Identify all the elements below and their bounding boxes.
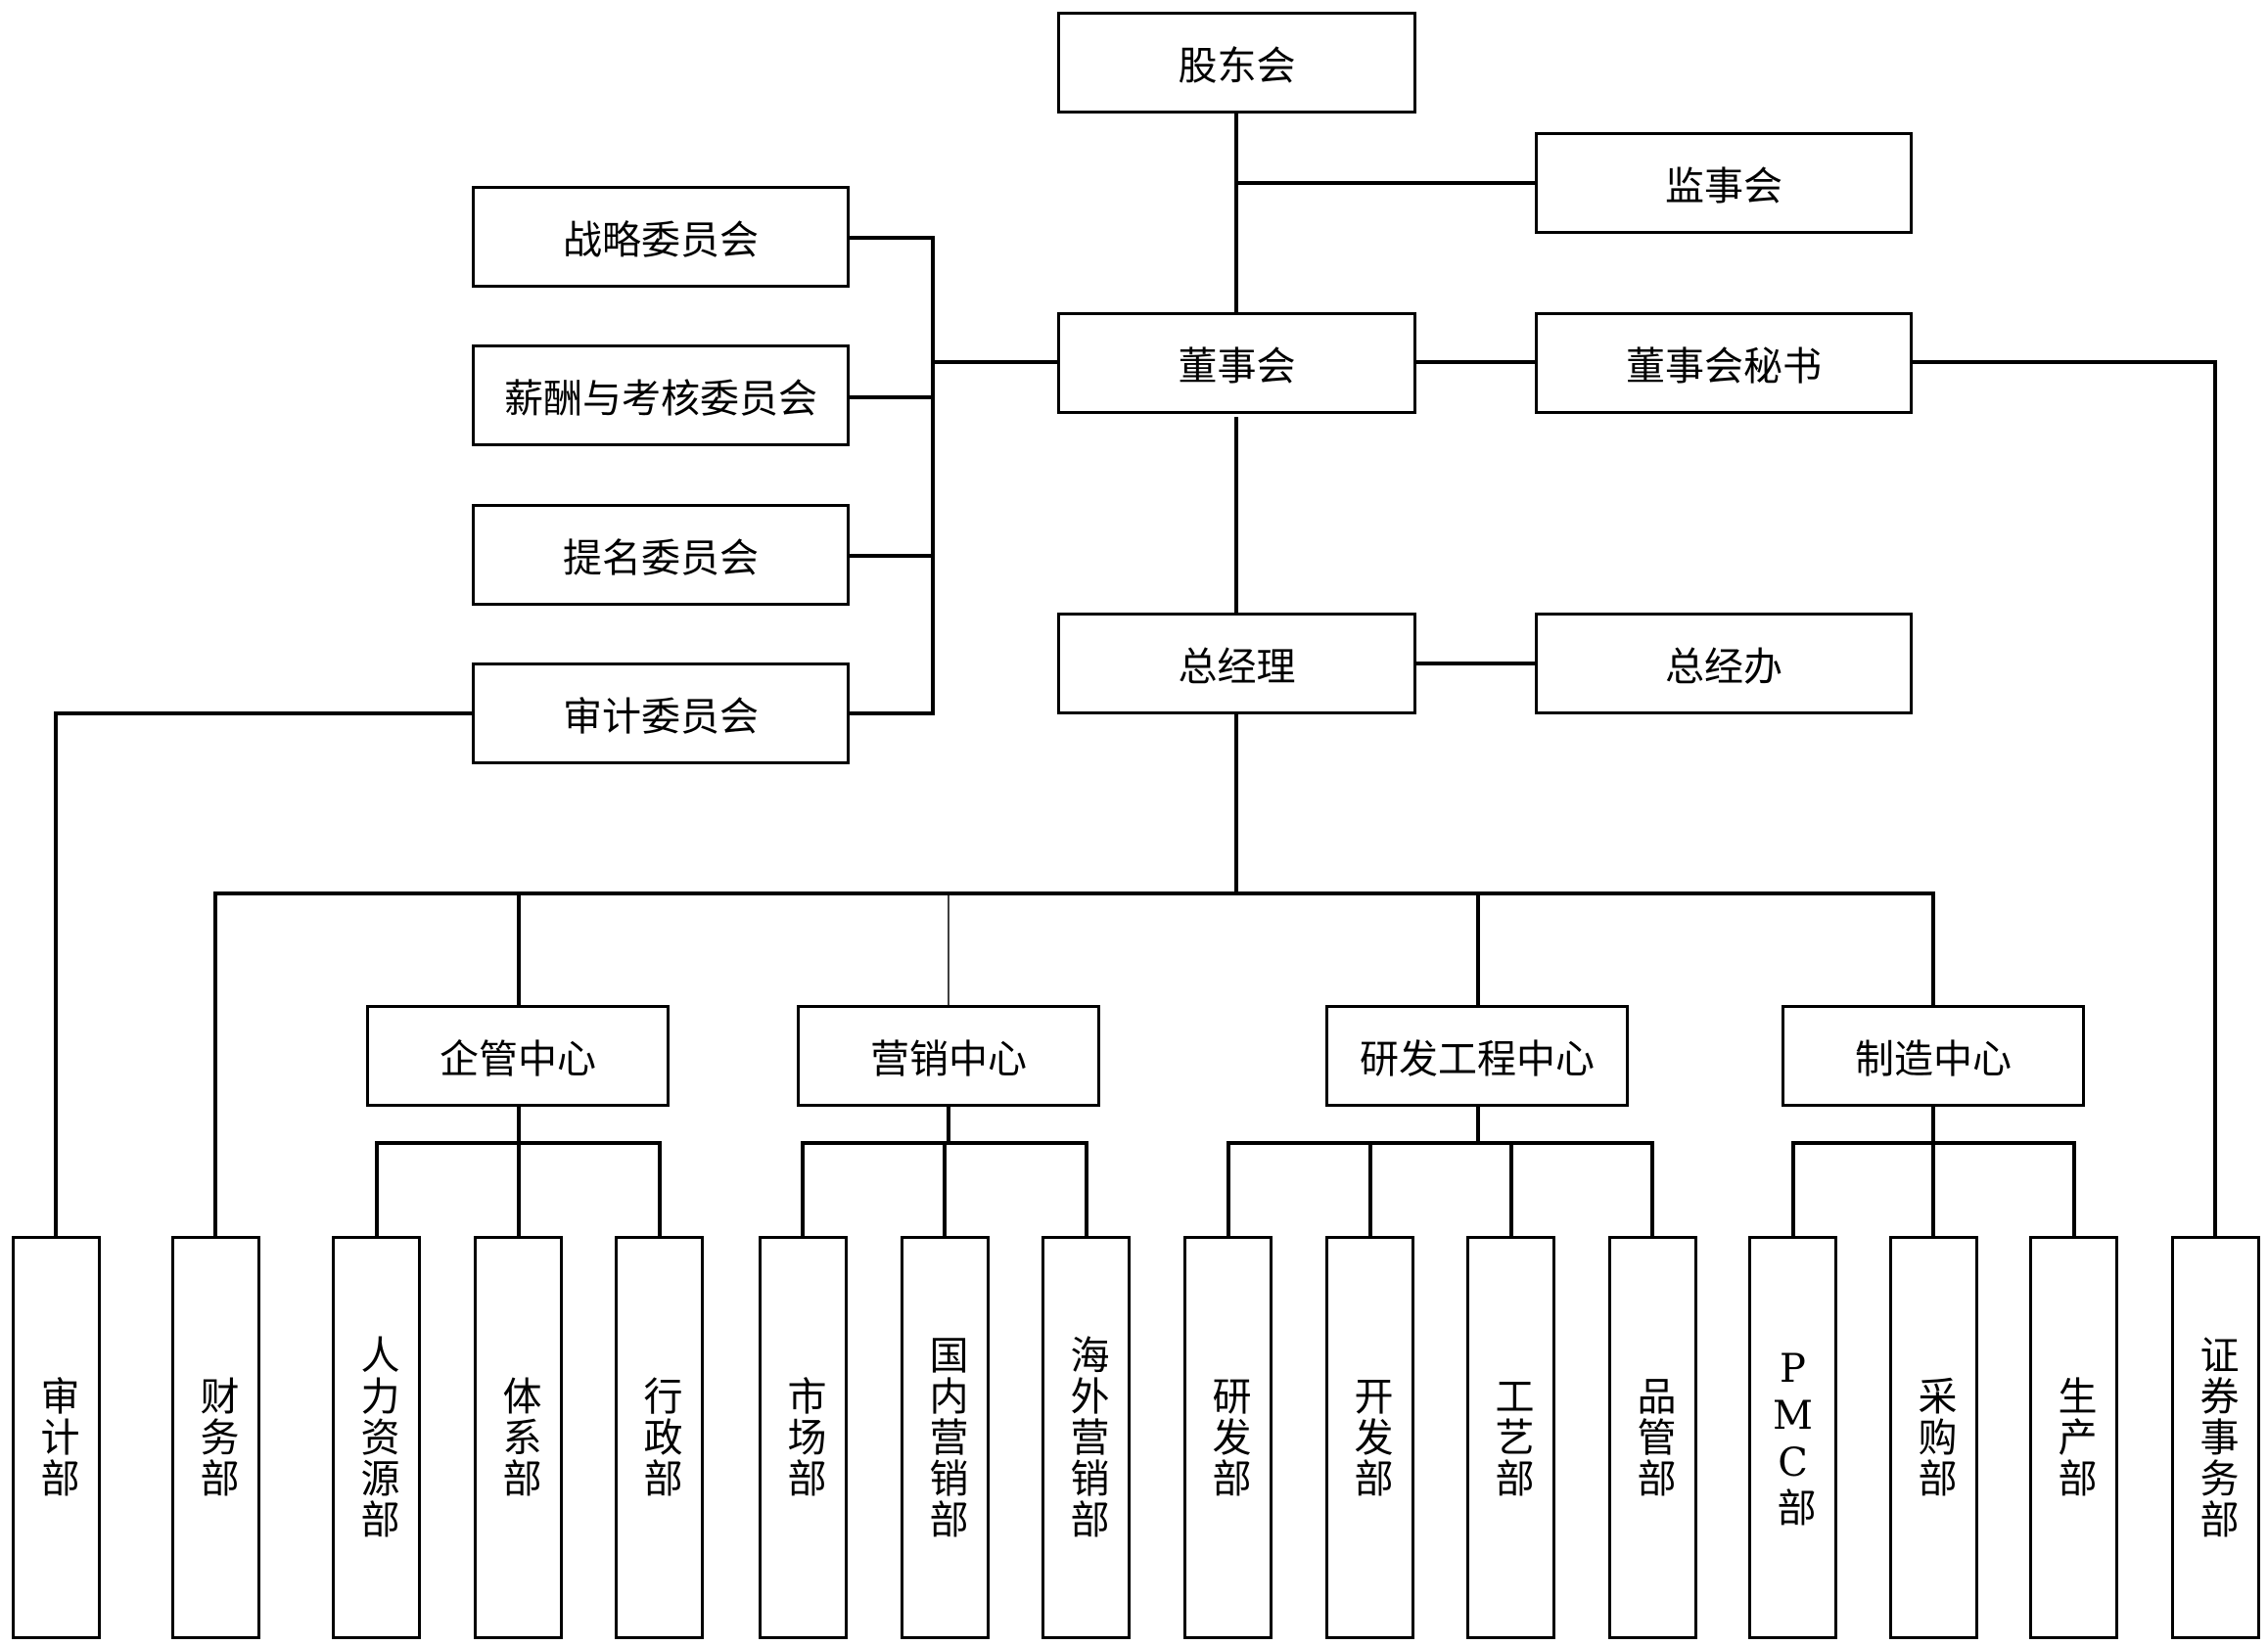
nomination-committee-label: 提名委员会	[563, 536, 759, 581]
gm-office-label: 总经办	[1665, 645, 1782, 690]
dept-securities-label: 证券事务部	[2193, 1335, 2239, 1540]
dept-market-label: 市场部	[780, 1376, 826, 1499]
rd-engineering-center-label: 研发工程中心	[1360, 1037, 1595, 1082]
dept-domestic-sales-box: 国内营销部	[901, 1236, 990, 1639]
dept-system-label: 体系部	[495, 1376, 541, 1499]
gm-office-box: 总经办	[1535, 613, 1913, 714]
rd-engineering-center-box: 研发工程中心	[1325, 1005, 1629, 1107]
dept-overseas-sales-box: 海外营销部	[1041, 1236, 1131, 1639]
dept-development-label: 开发部	[1347, 1376, 1393, 1499]
dept-process-label: 工艺部	[1488, 1376, 1534, 1499]
compensation-committee-box: 薪酬与考核委员会	[472, 344, 850, 446]
board-secretary-label: 董事会秘书	[1626, 344, 1822, 389]
board-secretary-box: 董事会秘书	[1535, 312, 1913, 414]
supervisory-board-box: 监事会	[1535, 132, 1913, 234]
audit-committee-label: 审计委员会	[563, 695, 759, 740]
dept-pmc-label: PMC部	[1770, 1347, 1816, 1529]
board-box: 董事会	[1057, 312, 1416, 414]
enterprise-mgmt-center-box: 企管中心	[366, 1005, 670, 1107]
dept-process-box: 工艺部	[1466, 1236, 1555, 1639]
dept-system-box: 体系部	[474, 1236, 563, 1639]
dept-admin-label: 行政部	[636, 1376, 682, 1499]
dept-production-label: 生产部	[2051, 1376, 2097, 1499]
audit-committee-box: 审计委员会	[472, 663, 850, 764]
board-label: 董事会	[1178, 344, 1296, 389]
dept-hr-box: 人力资源部	[332, 1236, 421, 1639]
shareholders-label: 股东会	[1178, 44, 1296, 89]
dept-quality-box: 品管部	[1608, 1236, 1697, 1639]
dept-development-box: 开发部	[1325, 1236, 1414, 1639]
dept-research-box: 研发部	[1183, 1236, 1273, 1639]
manufacturing-center-box: 制造中心	[1782, 1005, 2085, 1107]
supervisory-board-label: 监事会	[1665, 164, 1782, 209]
strategy-committee-label: 战略委员会	[563, 218, 759, 263]
general-manager-label: 总经理	[1178, 645, 1296, 690]
enterprise-mgmt-center-label: 企管中心	[440, 1037, 596, 1082]
dept-finance-label: 财务部	[193, 1376, 239, 1499]
dept-audit-box: 审计部	[12, 1236, 101, 1639]
strategy-committee-box: 战略委员会	[472, 186, 850, 288]
dept-purchasing-label: 采购部	[1911, 1376, 1957, 1499]
nomination-committee-box: 提名委员会	[472, 504, 850, 606]
manufacturing-center-label: 制造中心	[1855, 1037, 2012, 1082]
dept-pmc-box: PMC部	[1748, 1236, 1837, 1639]
dept-hr-label: 人力资源部	[353, 1335, 399, 1540]
dept-purchasing-box: 采购部	[1889, 1236, 1978, 1639]
marketing-center-box: 营销中心	[797, 1005, 1100, 1107]
dept-securities-box: 证券事务部	[2171, 1236, 2260, 1639]
dept-admin-box: 行政部	[615, 1236, 704, 1639]
compensation-committee-label: 薪酬与考核委员会	[504, 377, 817, 422]
shareholders-box: 股东会	[1057, 12, 1416, 114]
dept-overseas-sales-label: 海外营销部	[1063, 1335, 1109, 1540]
dept-domestic-sales-label: 国内营销部	[922, 1335, 968, 1540]
dept-audit-label: 审计部	[33, 1376, 79, 1499]
dept-production-box: 生产部	[2029, 1236, 2118, 1639]
dept-research-label: 研发部	[1205, 1376, 1251, 1499]
marketing-center-label: 营销中心	[870, 1037, 1027, 1082]
general-manager-box: 总经理	[1057, 613, 1416, 714]
dept-market-box: 市场部	[759, 1236, 848, 1639]
dept-finance-box: 财务部	[171, 1236, 260, 1639]
dept-quality-label: 品管部	[1630, 1376, 1676, 1499]
